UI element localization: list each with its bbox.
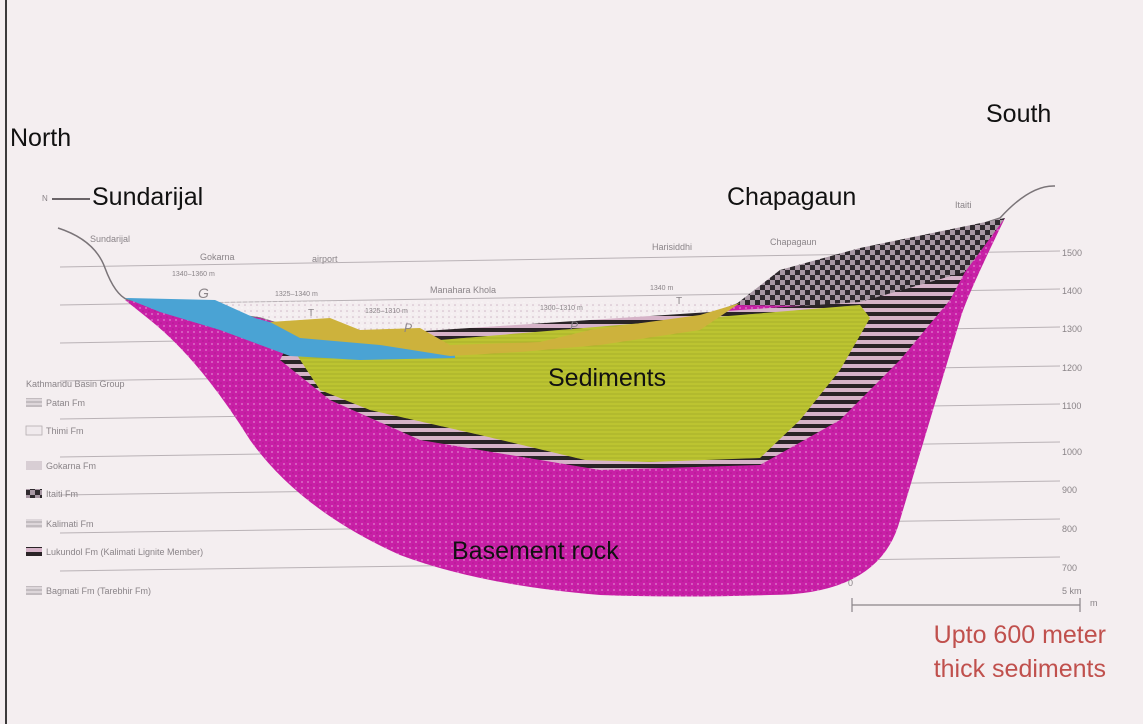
map-label-itaiti: Itaiti [955,200,972,210]
legend-item: Thimi Fm [46,426,84,436]
label-basement-rock: Basement rock [452,537,619,566]
legend-item: Itaiti Fm [46,489,78,499]
map-label-airport: airport [312,254,338,264]
legend-swatch [26,426,42,435]
formation-mark: P [570,319,578,333]
map-label-gokarna: Gokarna [200,252,235,262]
elevation-tick: 700 [1062,563,1077,573]
scale-bar-end: 5 km [1062,586,1082,596]
legend-item: Gokarna Fm [46,461,96,471]
elevation-tick: 1500 [1062,248,1082,258]
scale-bar-start: 0 [848,578,853,588]
legend-swatch [26,547,42,556]
label-sundarijal: Sundarijal [92,183,203,212]
elevation-tick: 1200 [1062,363,1082,373]
elevation-tick: 1000 [1062,447,1082,457]
elevation-tick: 800 [1062,524,1077,534]
elevation-tick: 900 [1062,485,1077,495]
legend-item: Bagmati Fm (Tarebhir Fm) [46,586,151,596]
formation-mark: P [404,321,412,335]
note-sediment-thickness: Upto 600 meter thick sediments [880,618,1106,686]
elevation-note: 1300–1310 m [540,305,583,312]
north-arrow-label: N [42,194,48,203]
legend-swatch [26,461,42,470]
label-sediments: Sediments [548,364,666,393]
formation-mark: T [676,296,682,307]
map-label-sundarijal: Sundarijal [90,234,130,244]
legend-item: Lukundol Fm (Kalimati Lignite Member) [46,547,203,557]
elevation-tick: 1300 [1062,324,1082,334]
label-north: North [10,124,71,153]
label-south: South [986,100,1051,129]
legend-swatch [26,519,42,528]
label-chapagaun: Chapagaun [727,183,856,212]
map-label-manahara: Manahara Khola [430,285,496,295]
elevation-note: 1340–1360 m [172,271,215,278]
note-line-2: thick sediments [880,652,1106,686]
elevation-note: 1340 m [650,285,674,292]
legend: Kathmandu Basin Group Patan Fm Thimi Fm … [26,379,203,596]
map-label-chapagaun: Chapagaun [770,237,817,247]
elevation-note: 1325–1310 m [365,308,408,315]
legend-title: Kathmandu Basin Group [26,379,125,389]
legend-swatch [26,489,42,498]
formation-mark: G [198,285,209,301]
map-label-harisiddhi: Harisiddhi [652,242,692,252]
elevation-note: 1325–1340 m [275,291,318,298]
legend-item: Kalimati Fm [46,519,94,529]
legend-swatch [26,398,42,407]
note-line-1: Upto 600 meter [880,618,1106,652]
elevation-tick: 1100 [1062,401,1081,411]
legend-swatch [26,586,42,595]
formation-mark: T [308,308,314,319]
legend-item: Patan Fm [46,398,85,408]
scale-bar: 0 5 km [848,578,1082,612]
elevation-tick: 1400 [1062,286,1082,296]
elevation-axis: 1500 1400 1300 1200 1100 1000 900 800 70… [1062,248,1098,608]
elevation-unit: m [1090,598,1098,608]
